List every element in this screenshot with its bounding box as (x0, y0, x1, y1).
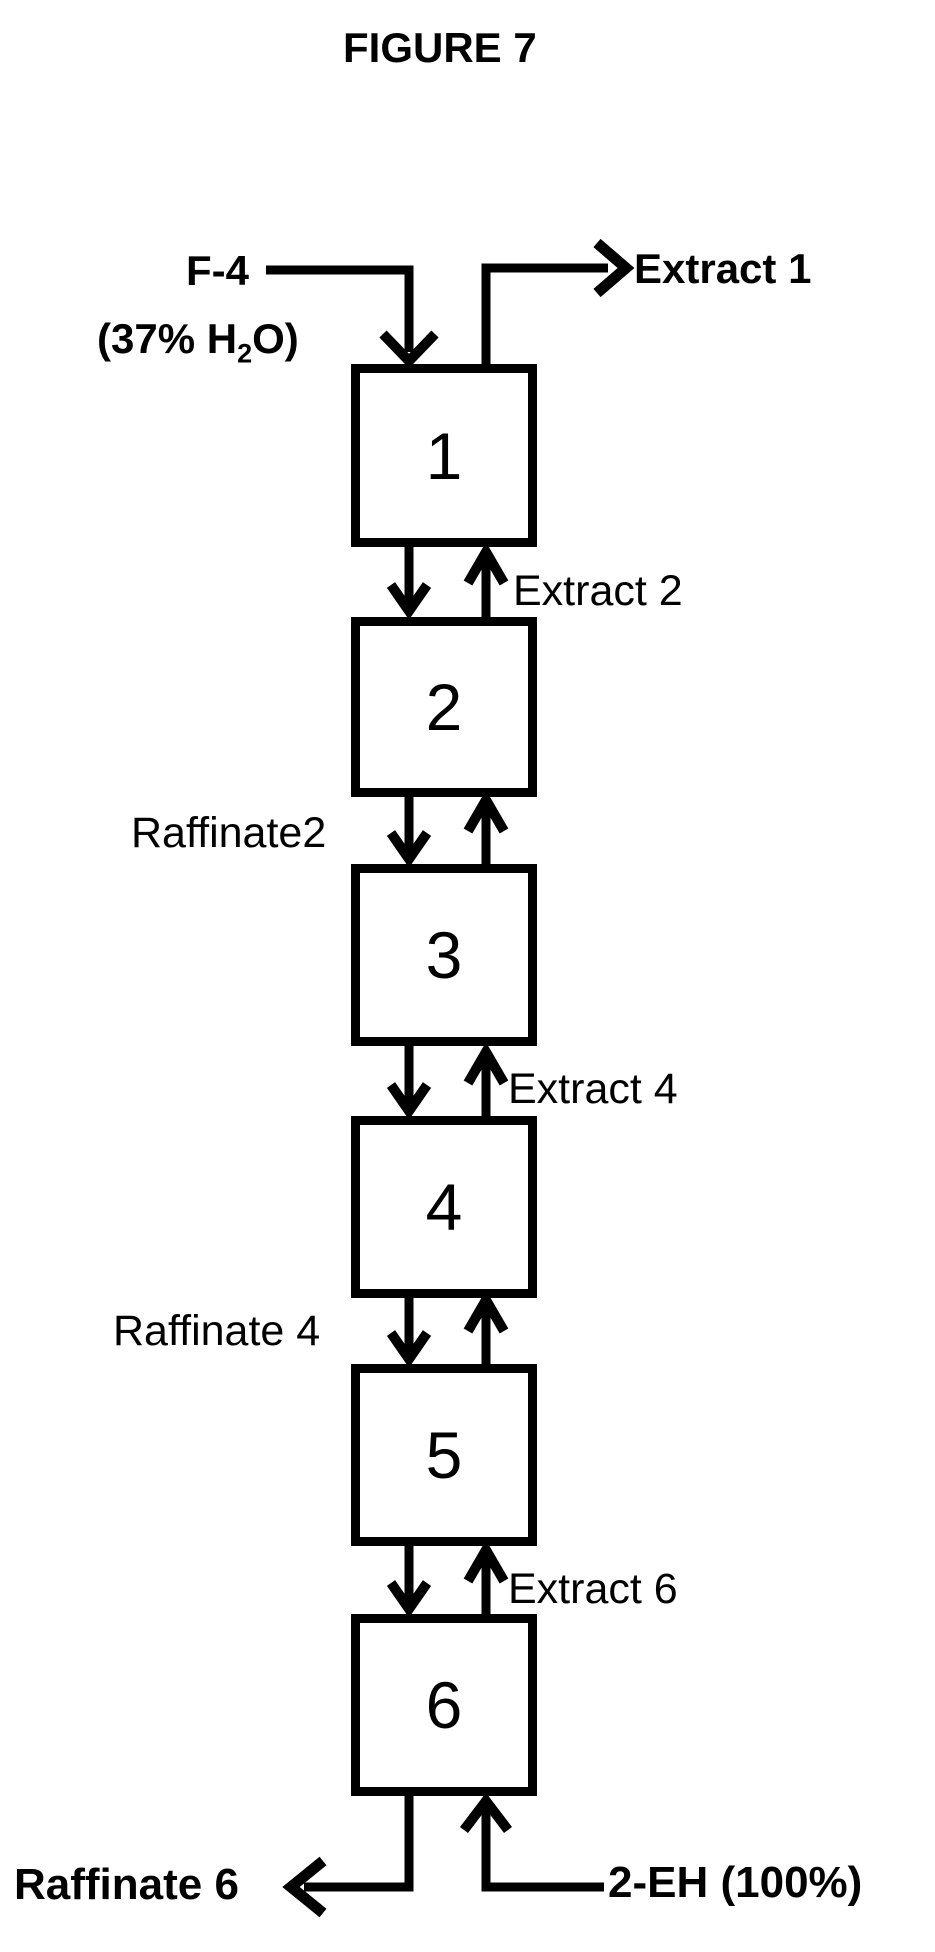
extract-2-label: Extract 2 (513, 567, 683, 615)
feed-label: F-4 (186, 247, 249, 294)
stage-box-4: 4 (351, 1116, 537, 1298)
arrow-up-stage6-to-stage5 (463, 1540, 509, 1614)
arrow-up-stage3-to-stage2 (463, 790, 509, 864)
extract-6-label: Extract 6 (508, 1565, 678, 1613)
arrow-up-stage2-to-stage1 (463, 542, 509, 617)
raffinate-4-label: Raffinate 4 (113, 1307, 321, 1355)
raffinate-2-label: Raffinate2 (131, 809, 327, 857)
arrow-down-stage5-to-stage6 (386, 1545, 432, 1618)
stage-number-1: 1 (425, 418, 463, 493)
arrow-down-stage2-to-stage3 (386, 794, 432, 868)
arrow-feed-f4 (266, 265, 439, 369)
stage-box-2: 2 (351, 617, 537, 797)
arrow-extract-1 (481, 238, 635, 366)
stage-number-3: 3 (425, 918, 463, 992)
arrow-solvent-feed (460, 1792, 604, 1892)
stage-number-6: 6 (425, 1668, 463, 1742)
arrow-down-stage4-to-stage5 (386, 1297, 432, 1368)
arrow-up-stage5-to-stage4 (463, 1290, 509, 1364)
arrow-up-stage4-to-stage3 (463, 1042, 509, 1116)
figure-title: FIGURE 7 (343, 24, 537, 71)
stage-number-4: 4 (425, 1170, 463, 1244)
stage-box-6: 6 (351, 1614, 537, 1796)
raffinate-6-label: Raffinate 6 (14, 1860, 239, 1909)
feed-note-pre: (37% H (97, 315, 238, 362)
extract-4-label: Extract 4 (508, 1065, 678, 1113)
feed-note: (37% H2O) (97, 315, 299, 367)
stage-box-1: 1 (351, 364, 537, 547)
stage-box-5: 5 (351, 1364, 537, 1546)
arrow-down-stage3-to-stage4 (386, 1045, 432, 1120)
stage-number-2: 2 (425, 670, 463, 744)
stage-number-5: 5 (425, 1418, 463, 1492)
extract-1-label: Extract 1 (634, 245, 812, 292)
arrow-down-stage1-to-stage2 (386, 545, 432, 620)
feed-note-subscript: 2 (237, 338, 253, 369)
feed-note-post: O) (252, 315, 299, 362)
arrow-raffinate-6 (282, 1795, 414, 1918)
solvent-feed-label: 2-EH (100%) (608, 1858, 863, 1907)
stage-box-3: 3 (351, 864, 537, 1046)
